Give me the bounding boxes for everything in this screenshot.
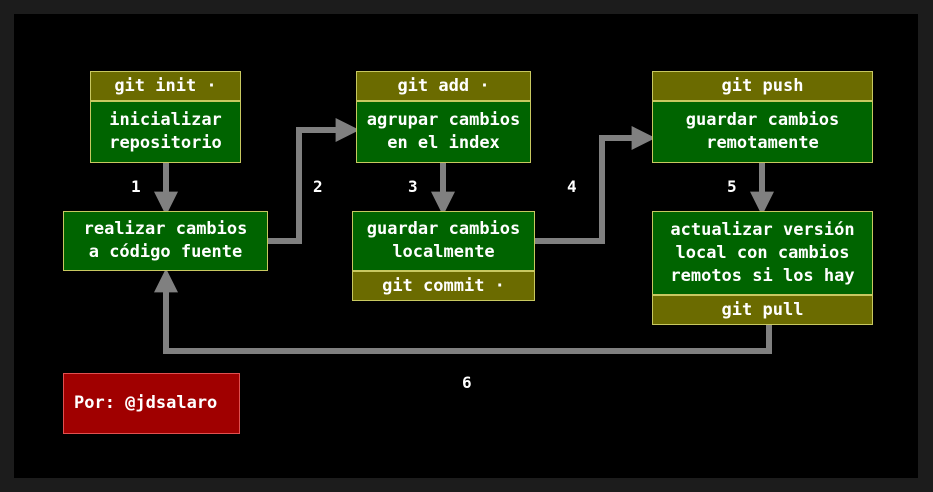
git-add-box: git add · — [356, 71, 531, 101]
arrow-4 — [535, 126, 656, 244]
step-number-5: 5 — [727, 177, 737, 196]
git-pull-box: git pull — [652, 295, 873, 325]
git-init-box: git init · — [90, 71, 241, 101]
author-credit-box: Por: @jdsalaro — [63, 373, 240, 434]
step-number-2: 2 — [313, 177, 323, 196]
init-description-box: inicializar repositorio — [90, 101, 241, 163]
arrow-6 — [154, 268, 772, 354]
edit-code-box: realizar cambios a código fuente — [63, 211, 268, 271]
step-number-1: 1 — [131, 177, 141, 196]
git-commit-box: git commit · — [352, 271, 535, 301]
push-description-box: guardar cambios remotamente — [652, 101, 873, 163]
step-number-3: 3 — [408, 177, 418, 196]
step-number-4: 4 — [567, 177, 577, 196]
commit-description-box: guardar cambios localmente — [352, 211, 535, 271]
git-push-box: git push — [652, 71, 873, 101]
add-description-box: agrupar cambios en el index — [356, 101, 531, 163]
step-number-6: 6 — [462, 373, 472, 392]
pull-description-box: actualizar versión local con cambios rem… — [652, 211, 873, 295]
arrow-2 — [268, 118, 360, 244]
